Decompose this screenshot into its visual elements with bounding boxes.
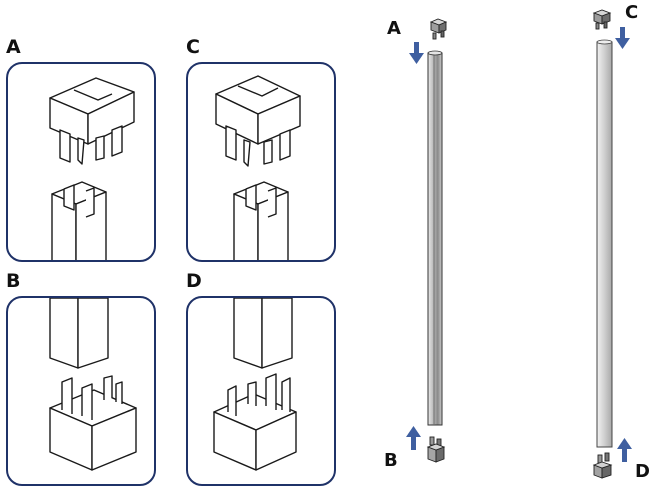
panel-a-illustration [49,77,135,260]
panel-a [6,62,156,262]
arrow-b-up-icon [406,426,421,450]
post-b-right-face [77,298,109,369]
panel-a-label: A [6,36,21,58]
cap-d-icon [592,452,613,479]
cap-c-icon [592,9,612,30]
arrow-c-down-icon [615,27,630,49]
cap-a-right-face [87,91,135,145]
base-d-right-face [255,411,297,471]
cap-c-right-face [257,95,301,145]
rail-c-label: C [625,2,638,23]
base-b-right-face [91,407,137,471]
panel-c [186,62,336,262]
panel-b-label: B [6,270,21,292]
panel-d-illustration [213,298,297,471]
rail-a-label: A [387,18,401,39]
panel-b-illustration [49,298,137,471]
post-a-right-face [75,191,107,260]
panel-c-illustration [215,75,301,260]
cap-a-icon [429,18,448,40]
post-d-right-face [261,298,293,369]
panel-d-label: D [186,270,202,292]
rail-right [596,39,613,448]
post-c-right-face [257,191,289,260]
rail-b-label: B [384,450,398,471]
arrow-a-down-icon [409,42,424,64]
panel-b [6,296,156,486]
panel-d [186,296,336,486]
panel-c-label: C [186,36,200,58]
rail-d-label: D [635,461,650,482]
arrow-d-up-icon [617,438,632,462]
rail-left [427,50,443,426]
cap-b-icon [426,436,446,463]
